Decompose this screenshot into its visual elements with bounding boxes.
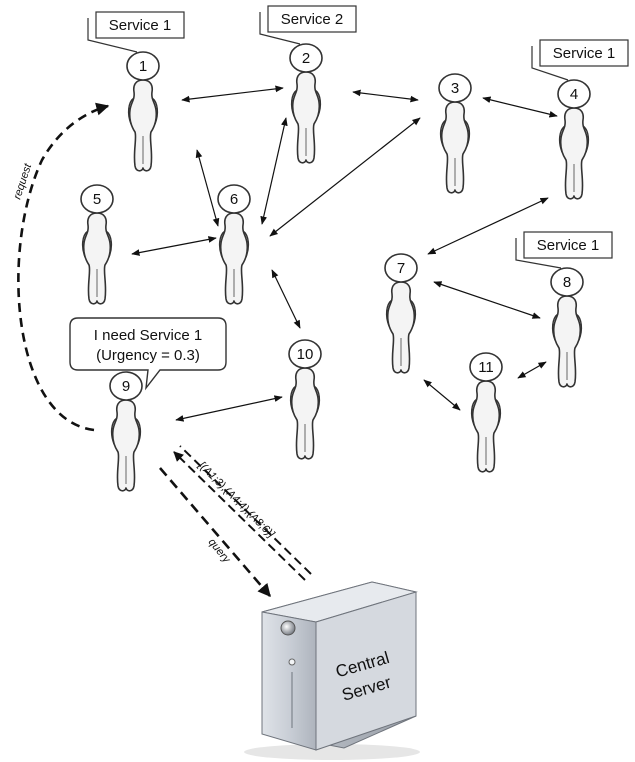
node-number: 8	[563, 274, 571, 291]
person-node-10: 10	[288, 339, 322, 460]
person-icon	[81, 212, 113, 305]
node-number: 6	[230, 191, 238, 208]
server-power-icon	[288, 658, 296, 666]
person-head	[550, 267, 584, 297]
service-tag-label: Service 2	[281, 11, 344, 28]
node-number: 2	[302, 50, 310, 67]
person-node-11: 11	[469, 352, 503, 473]
person-node-8: 8	[550, 267, 584, 388]
service-tag-1: Service 1	[87, 11, 185, 53]
link-6-10	[271, 269, 301, 329]
callout-line-1: I need Service 1	[94, 327, 202, 344]
person-head	[80, 184, 114, 214]
person-node-4: 4	[557, 79, 591, 200]
person-head	[384, 253, 418, 283]
person-node-1: 1	[126, 51, 160, 172]
service-tag-2: Service 2	[259, 5, 357, 45]
person-icon	[470, 380, 502, 473]
link-4-7	[427, 197, 549, 255]
person-node-6: 6	[217, 184, 251, 305]
person-head	[109, 371, 143, 401]
service-tag-label: Service 1	[109, 17, 172, 34]
person-head	[469, 352, 503, 382]
people-layer: 1 2 3 4 5 6 7 8 9 10 11	[80, 43, 591, 492]
link-3-6	[269, 117, 421, 237]
link-7-11	[423, 379, 461, 411]
person-icon	[439, 101, 471, 194]
person-icon	[558, 107, 590, 200]
node-number: 3	[451, 80, 459, 97]
service-tag-8: Service 1	[515, 231, 613, 269]
link-1-6	[195, 149, 220, 227]
link-5-6	[131, 236, 217, 256]
person-head	[126, 51, 160, 81]
node-number: 4	[570, 86, 578, 103]
service-tags-layer: Service 1 Service 2 Service 1 Service 1	[87, 5, 629, 269]
query-arrow	[159, 467, 271, 597]
person-head	[438, 73, 472, 103]
request-callout: I need Service 1 (Urgency = 0.3)	[69, 317, 227, 391]
central-server: Central Server	[244, 581, 420, 760]
link-2-3	[352, 89, 419, 103]
person-icon	[290, 71, 322, 164]
person-icon	[289, 367, 321, 460]
query-label: query	[206, 536, 234, 566]
person-node-3: 3	[438, 73, 472, 194]
link-9-10	[175, 395, 283, 422]
node-number: 9	[122, 378, 130, 395]
node-number: 1	[139, 58, 147, 75]
link-2-6	[260, 117, 288, 225]
person-icon	[127, 79, 159, 172]
links-layer	[131, 85, 558, 422]
person-icon	[218, 212, 250, 305]
node-number: 11	[478, 359, 494, 376]
callout-line-2: (Urgency = 0.3)	[96, 347, 200, 364]
service-tag-label: Service 1	[537, 237, 600, 254]
person-node-9: 9	[109, 371, 143, 492]
service-tag-4: Service 1	[531, 39, 629, 81]
person-head	[289, 43, 323, 73]
request-arrow	[17, 102, 110, 432]
person-icon	[551, 295, 583, 388]
person-icon	[385, 281, 417, 374]
response-arrow-a	[173, 451, 306, 581]
link-1-2	[181, 85, 284, 103]
node-number: 7	[397, 260, 405, 277]
person-icon	[110, 399, 142, 492]
link-8-11	[517, 361, 547, 379]
person-head	[288, 339, 322, 369]
response-arrow-b	[179, 445, 312, 575]
node-number: 5	[93, 191, 101, 208]
person-node-2: 2	[289, 43, 323, 164]
person-node-7: 7	[384, 253, 418, 374]
request-label: request	[11, 161, 34, 201]
response-label: [(A1;3),(A4;4),(A8;6)]	[195, 459, 277, 541]
server-lens-icon	[280, 620, 296, 636]
link-7-8	[433, 281, 541, 319]
person-head	[557, 79, 591, 109]
node-number: 10	[297, 346, 314, 363]
person-node-5: 5	[80, 184, 114, 305]
person-head	[217, 184, 251, 214]
link-3-4	[482, 96, 558, 118]
service-tag-label: Service 1	[553, 45, 616, 62]
